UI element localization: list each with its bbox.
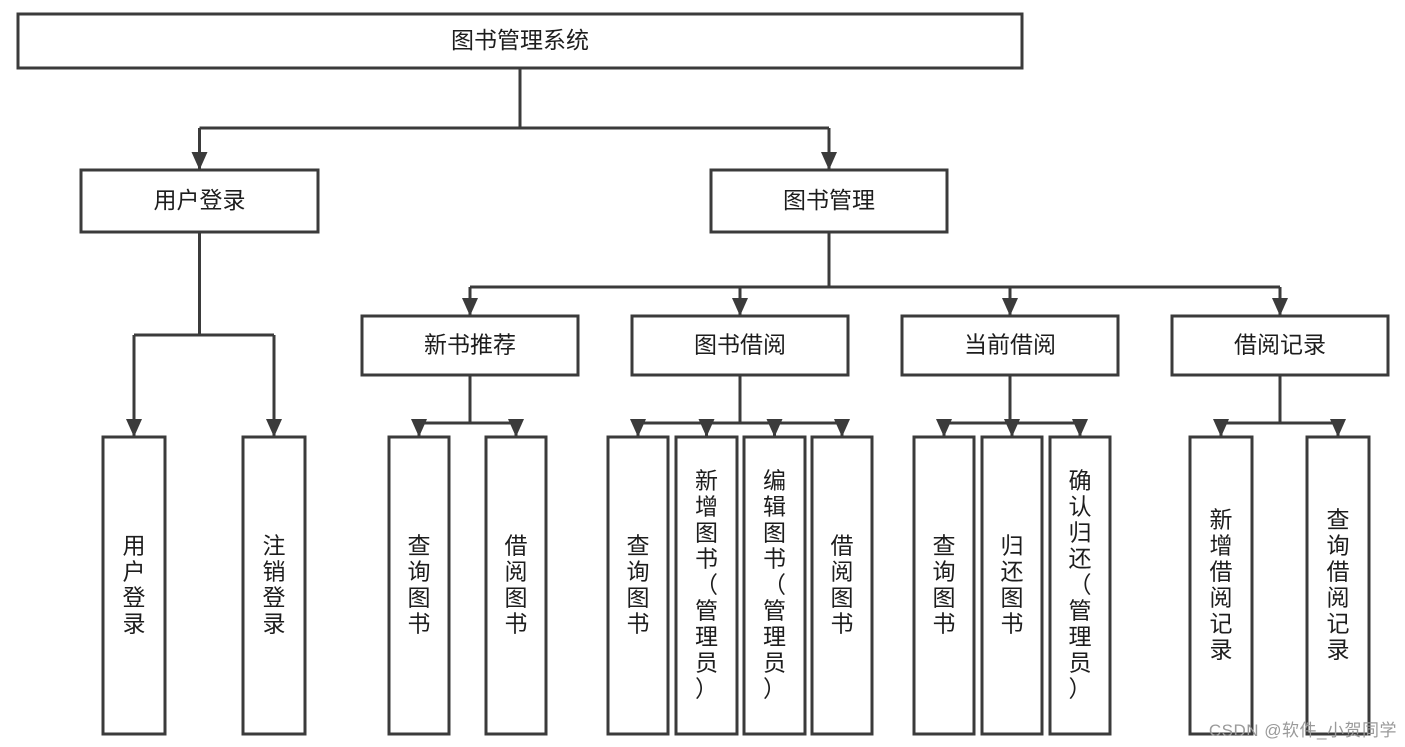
node-label: 用户登录	[123, 533, 146, 637]
node-box	[241, 435, 307, 736]
node-box	[387, 435, 451, 736]
node-leaf-borrow-book-2[interactable]: 借阅图书	[810, 435, 874, 736]
arrow-head-icon	[462, 298, 478, 316]
node-leaf-query-book-1[interactable]: 查询图书	[387, 435, 451, 736]
node-label: 用户登录	[154, 187, 246, 213]
node-label: 借阅图书	[505, 533, 528, 637]
node-label: 借阅图书	[831, 533, 854, 637]
connector-layer	[126, 68, 1346, 437]
node-new-book-recommend[interactable]: 新书推荐	[360, 314, 580, 377]
node-box	[360, 314, 580, 377]
node-label: 图书借阅	[694, 332, 786, 358]
node-label: 查询图书	[627, 533, 650, 637]
node-label: 编辑图书（管理员）	[763, 468, 786, 702]
arrow-head-icon	[698, 419, 715, 437]
node-label: 注销登录	[263, 533, 286, 637]
arrow-head-icon	[508, 419, 524, 437]
node-box	[742, 435, 807, 736]
arrow-head-icon	[936, 419, 952, 437]
node-label: 归还图书	[1001, 533, 1024, 637]
arrow-head-icon	[126, 419, 142, 437]
node-leaf-logout[interactable]: 注销登录	[241, 435, 307, 736]
node-label: 图书管理	[783, 187, 875, 213]
node-box	[606, 435, 670, 736]
node-leaf-return-book[interactable]: 归还图书	[980, 435, 1044, 736]
node-label: 当前借阅	[964, 332, 1056, 358]
node-label: 新增图书（管理员）	[695, 468, 718, 702]
node-label: 图书管理系统	[451, 27, 589, 53]
arrow-head-icon	[266, 419, 282, 437]
arrow-head-icon	[1004, 419, 1020, 437]
node-leaf-add-record[interactable]: 新增借阅记录	[1188, 435, 1254, 736]
arrow-head-icon	[1072, 419, 1088, 437]
node-leaf-edit-book[interactable]: 编辑图书（管理员）	[742, 435, 807, 736]
arrow-head-icon	[732, 298, 748, 316]
node-box	[101, 435, 167, 736]
node-box	[16, 12, 1024, 70]
node-box	[810, 435, 874, 736]
node-box	[1188, 435, 1254, 736]
arrow-head-icon	[411, 419, 427, 437]
node-box	[912, 435, 976, 736]
node-label: 借阅记录	[1234, 332, 1326, 358]
node-leaf-query-record[interactable]: 查询借阅记录	[1305, 435, 1371, 736]
arrow-head-icon	[630, 419, 646, 437]
node-book-management[interactable]: 图书管理	[709, 168, 949, 234]
arrow-head-icon	[821, 152, 837, 170]
node-book-borrow[interactable]: 图书借阅	[630, 314, 850, 377]
node-box	[630, 314, 850, 377]
node-box	[674, 435, 739, 736]
node-leaf-confirm-return[interactable]: 确认归还（管理员）	[1048, 435, 1112, 736]
arrow-head-icon	[834, 419, 850, 437]
node-label: 查询借阅记录	[1327, 507, 1350, 663]
node-box	[709, 168, 949, 234]
arrow-head-icon	[1213, 419, 1229, 437]
arrow-head-icon	[1330, 419, 1346, 437]
node-leaf-query-book-3[interactable]: 查询图书	[912, 435, 976, 736]
node-label: 新增借阅记录	[1210, 507, 1233, 663]
node-box	[79, 168, 320, 234]
node-label: 确认归还（管理员）	[1069, 468, 1092, 702]
node-borrow-record[interactable]: 借阅记录	[1170, 314, 1390, 377]
node-box	[1305, 435, 1371, 736]
node-root[interactable]: 图书管理系统	[16, 12, 1024, 70]
node-box	[980, 435, 1044, 736]
node-label: 查询图书	[408, 533, 431, 637]
node-leaf-add-book[interactable]: 新增图书（管理员）	[674, 435, 739, 736]
arrow-head-icon	[766, 419, 783, 437]
node-layer: 图书管理系统用户登录图书管理新书推荐图书借阅当前借阅借阅记录用户登录注销登录查询…	[16, 12, 1390, 736]
node-current-borrow[interactable]: 当前借阅	[900, 314, 1120, 377]
node-leaf-user-login[interactable]: 用户登录	[101, 435, 167, 736]
node-box	[900, 314, 1120, 377]
node-leaf-borrow-book-1[interactable]: 借阅图书	[484, 435, 548, 736]
node-box	[484, 435, 548, 736]
node-label: 新书推荐	[424, 332, 516, 358]
node-box	[1170, 314, 1390, 377]
arrow-head-icon	[1002, 298, 1018, 316]
arrow-head-icon	[1272, 298, 1288, 316]
node-box	[1048, 435, 1112, 736]
arrow-head-icon	[191, 152, 208, 170]
node-user-login[interactable]: 用户登录	[79, 168, 320, 234]
node-leaf-query-book-2[interactable]: 查询图书	[606, 435, 670, 736]
node-label: 查询图书	[933, 533, 956, 637]
